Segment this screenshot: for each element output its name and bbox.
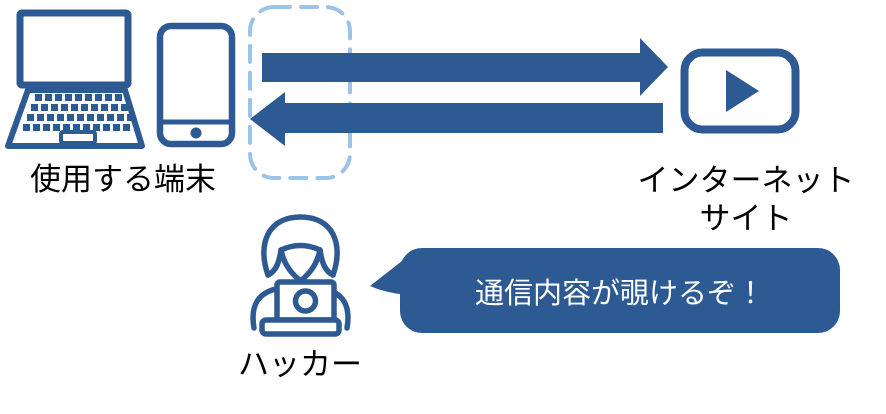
dashed-interception-box xyxy=(248,5,352,180)
site-label-line1: インターネット xyxy=(637,163,855,198)
device-label: 使用する端末 xyxy=(30,162,216,197)
smartphone-icon xyxy=(156,22,236,148)
response-arrow-icon xyxy=(250,92,663,146)
site-label-line2: サイト xyxy=(699,201,793,236)
video-play-icon xyxy=(680,48,800,134)
hacker-icon xyxy=(250,214,351,337)
speech-bubble-text: 通信内容が覗けるぞ！ xyxy=(474,277,765,310)
laptop-icon xyxy=(5,9,145,149)
request-arrow-icon xyxy=(262,38,668,96)
speech-bubble: 通信内容が覗けるぞ！ xyxy=(400,248,840,333)
hacker-label: ハッカー xyxy=(238,347,362,382)
site-label: インターネット サイト xyxy=(626,162,866,238)
